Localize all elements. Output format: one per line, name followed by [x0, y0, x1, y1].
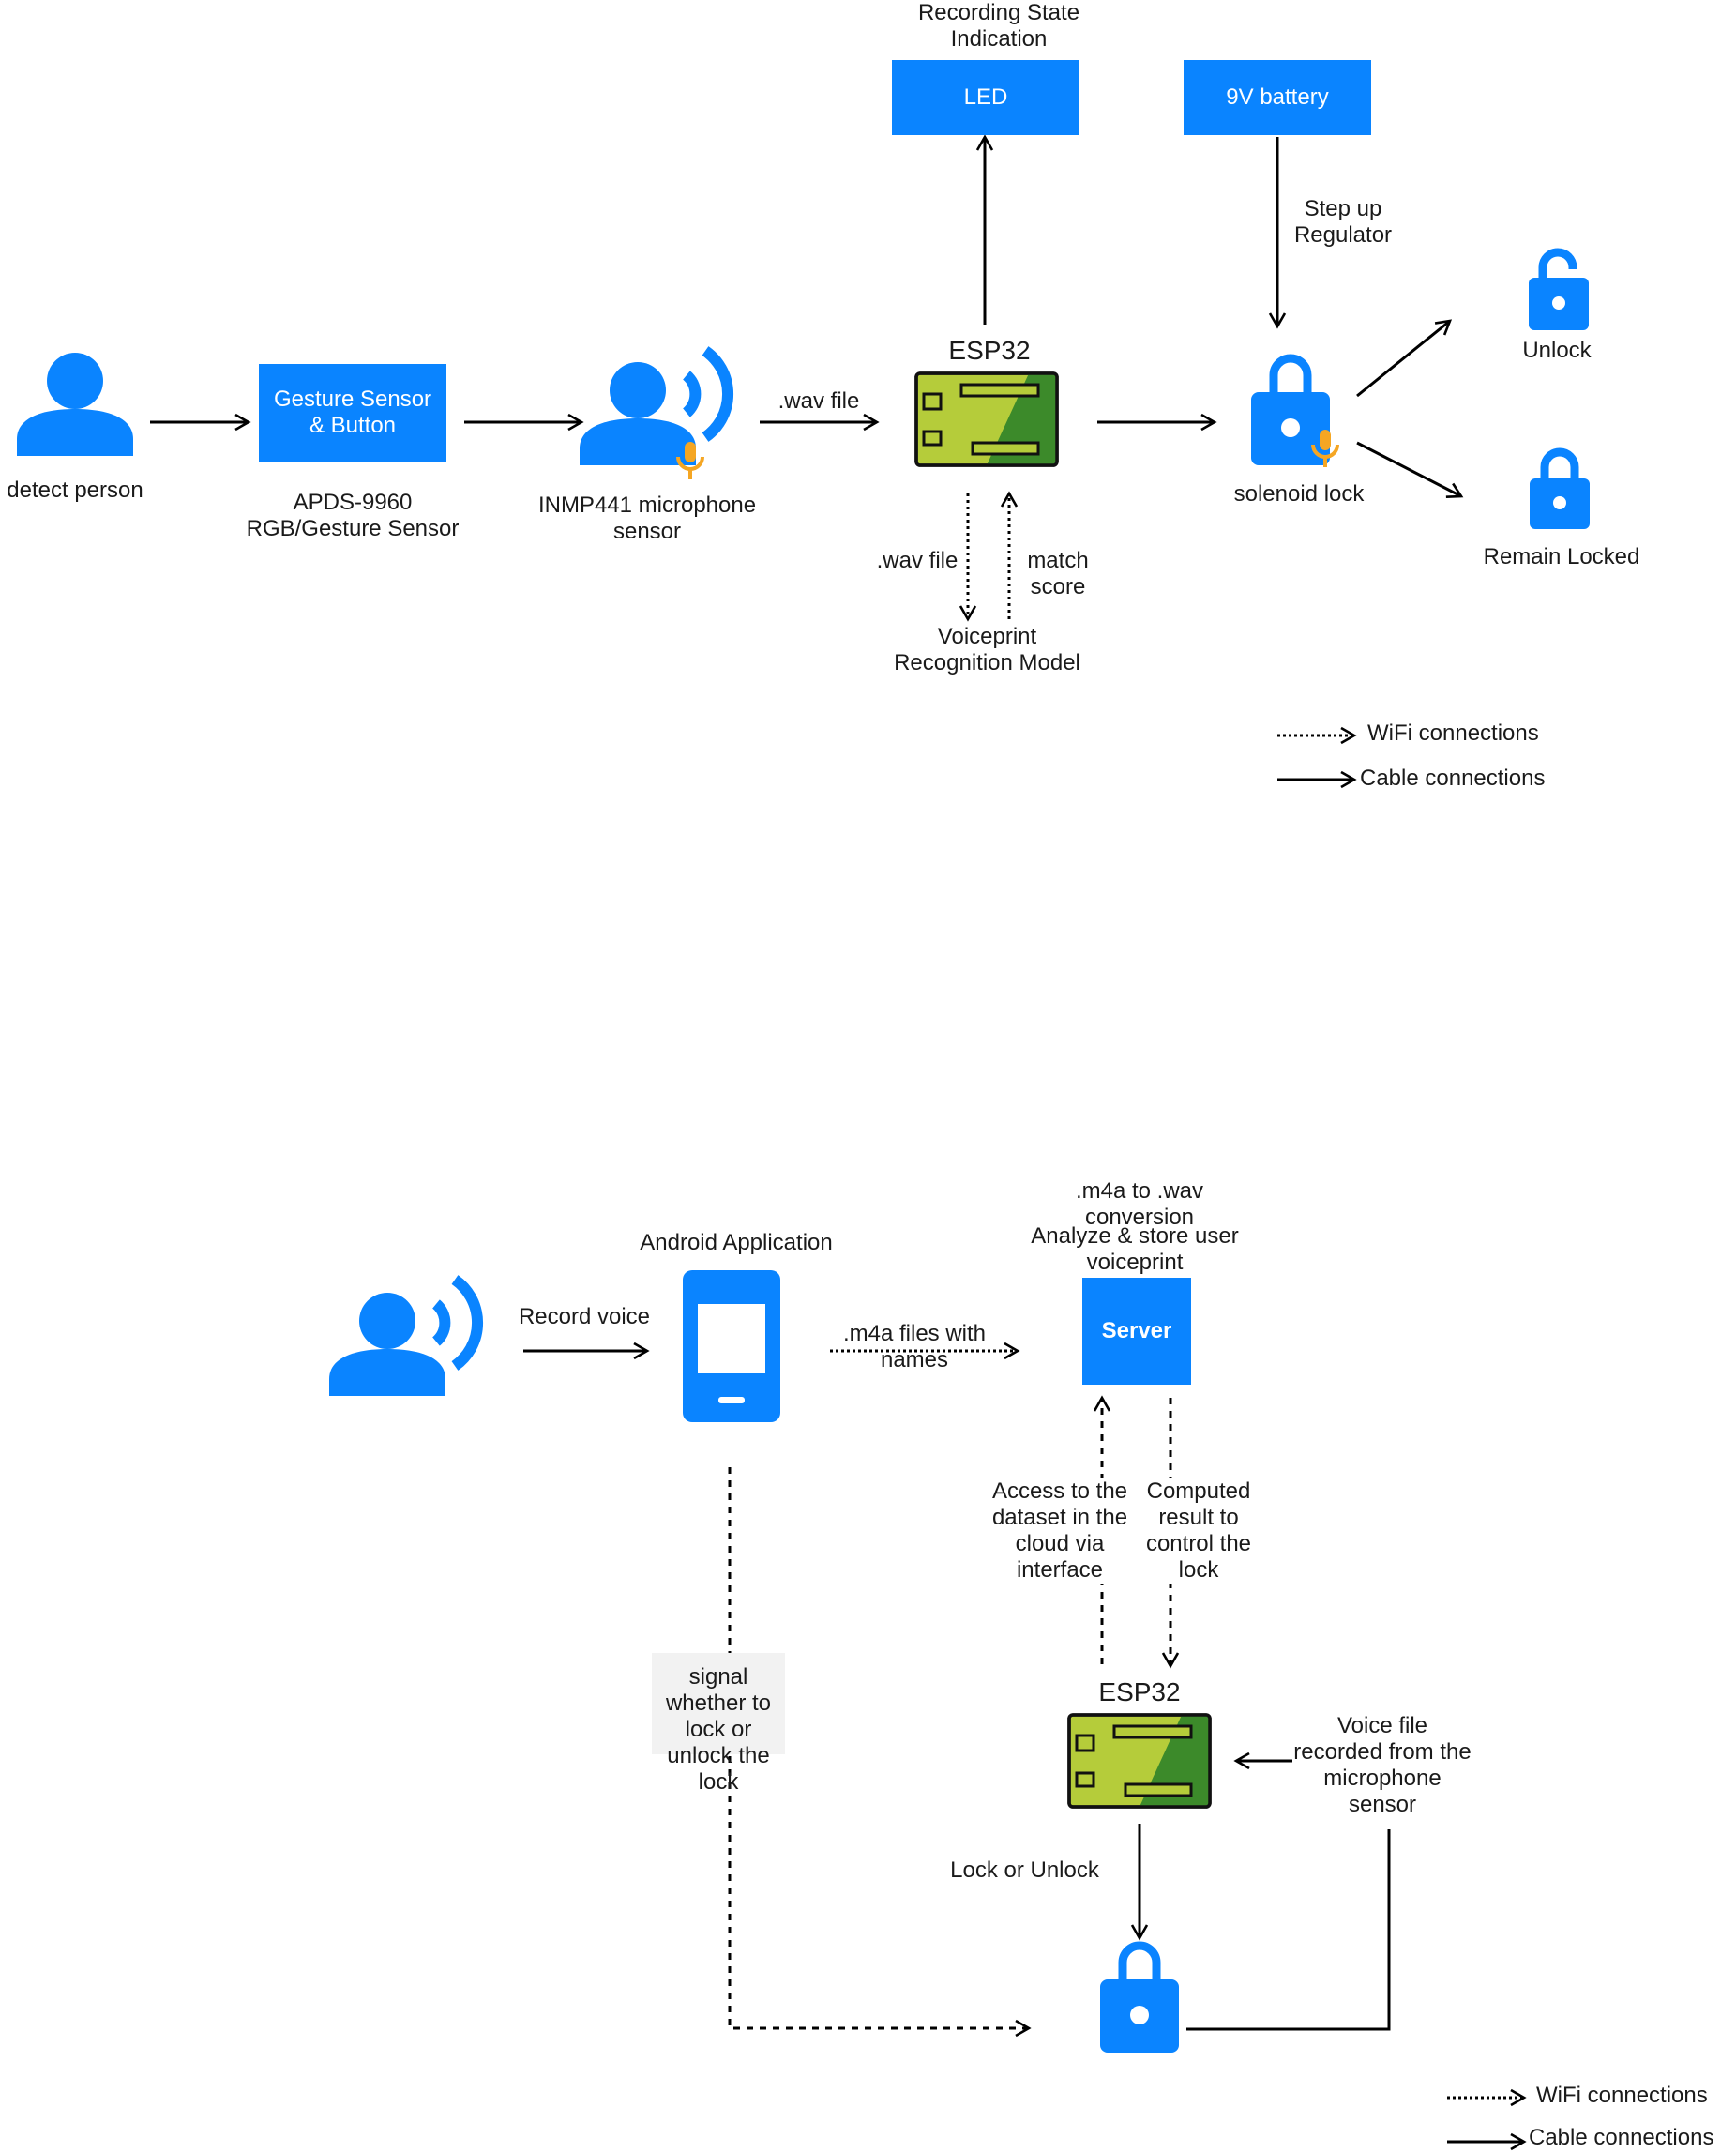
unlock-lock-icon — [1529, 248, 1589, 330]
server-box: Server — [1082, 1278, 1191, 1385]
battery-box: 9V battery — [1184, 60, 1371, 135]
legend-wifi-label: WiFi connections — [1367, 720, 1539, 746]
legend-cable-label-bottom: Cable connections — [1529, 2125, 1714, 2150]
solenoid-lock-label: solenoid lock — [1233, 481, 1365, 507]
battery-box-label: 9V battery — [1226, 84, 1329, 110]
record-person-voice-icon — [329, 1275, 484, 1396]
voice-file-label: Voice file recorded from the microphone … — [1293, 1713, 1472, 1817]
locked-lock-icon — [1530, 447, 1590, 529]
esp32-board-icon — [1067, 1713, 1212, 1809]
esp32-board-icon — [914, 371, 1059, 467]
lock-or-unlock-label: Lock or Unlock — [950, 1857, 1099, 1883]
m4a-edge-label: .m4a files with names — [842, 1321, 987, 1372]
access-dataset-label: Access to the dataset in the cloud via i… — [975, 1478, 1144, 1584]
esp32-label-bottom: ESP32 — [1098, 1677, 1181, 1706]
esp32-label: ESP32 — [948, 336, 1031, 365]
server-box-label: Server — [1101, 1318, 1172, 1343]
match-score-label: match score — [1027, 548, 1089, 599]
mic-caption: INMP441 microphone sensor — [537, 493, 757, 544]
remain-locked-label: Remain Locked — [1483, 544, 1640, 569]
led-box-label: LED — [963, 84, 1008, 110]
mic-person-voice-icon — [580, 346, 734, 481]
stepup-label: Step up Regulator — [1293, 196, 1393, 248]
unlock-label: Unlock — [1522, 338, 1592, 363]
person-label: detect person — [7, 478, 143, 503]
lock-icon — [1100, 1946, 1179, 2053]
solenoid-lock-icon — [1251, 358, 1339, 467]
gesture-sensor-box-label: Gesture Sensor & Button — [273, 387, 432, 438]
analyze-label: Analyze & store user voiceprint — [1031, 1223, 1239, 1275]
edge-lock-to-mic-cable — [1186, 1829, 1391, 2031]
signal-label: signal whether to lock or unlock the loc… — [652, 1653, 785, 1795]
wav-down-label: .wav file — [876, 548, 959, 573]
gesture-caption: APDS-9960 RGB/Gesture Sensor — [246, 490, 460, 541]
legend-wifi-label-bottom: WiFi connections — [1536, 2083, 1708, 2108]
edge-lock-to-locked — [1356, 441, 1464, 499]
legend-cable-label: Cable connections — [1360, 766, 1546, 791]
top-person-icon — [17, 353, 133, 456]
wav-edge-label: .wav file — [777, 388, 860, 414]
computed-result-label: Computed result to control the lock — [1135, 1478, 1262, 1584]
record-voice-label: Record voice — [518, 1304, 651, 1329]
smartphone-icon — [683, 1270, 780, 1422]
conversion-label: .m4a to .wav conversion — [1075, 1178, 1204, 1230]
edge-lock-to-unlock — [1356, 319, 1453, 398]
android-app-label: Android Application — [640, 1230, 833, 1255]
gesture-sensor-box: Gesture Sensor & Button — [259, 364, 446, 462]
led-box: LED — [892, 60, 1079, 135]
model-label: Voiceprint Recognition Model — [894, 624, 1080, 675]
recording-state-label: Recording State Indication — [917, 0, 1080, 52]
